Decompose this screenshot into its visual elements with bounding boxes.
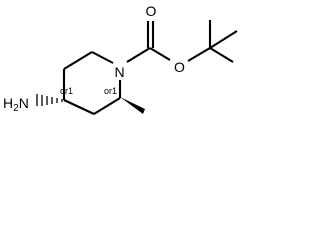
stereo-label-c4: or1 [60, 86, 73, 96]
bond-tbu-methyl-right [209, 30, 238, 49]
ester-oxygen-label: O [174, 59, 185, 75]
chemical-structure: N O O H2N or1 or1 [3, 3, 238, 115]
amine-h-label: H [3, 95, 13, 111]
piperidine-ring [62, 51, 122, 115]
bond-c5-c6 [63, 51, 93, 70]
hashed-wedge-c4-nh2 [36, 94, 63, 106]
solid-wedge-c2-methyl [120, 97, 145, 114]
bond-c3-c4 [63, 99, 95, 115]
amine-subscript: 2 [13, 103, 19, 114]
bond-oxygen-tbu [187, 47, 211, 62]
bond-c6-n1 [91, 51, 114, 64]
amine-n-label: N [19, 95, 29, 111]
bond-tbu-methyl-lower [209, 47, 234, 63]
amine-label: H2N [3, 95, 29, 114]
carbonyl-oxygen-label: O [146, 3, 157, 19]
bond-n1-carbonyl [126, 47, 151, 63]
stereo-label-c2: or1 [104, 86, 117, 96]
bond-c2-c3 [93, 97, 121, 115]
ring-nitrogen-label: N [115, 64, 125, 80]
boc-group [126, 20, 238, 63]
bond-carbonyl-oxygen [149, 47, 171, 61]
